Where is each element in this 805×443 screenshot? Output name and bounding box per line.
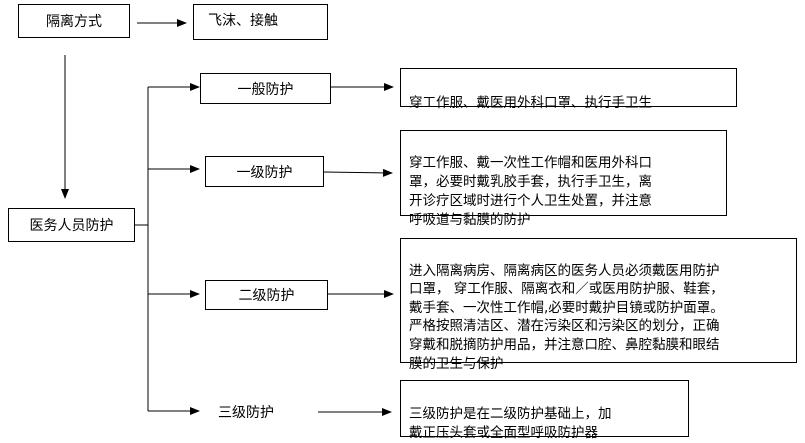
level-1-desc-box: 穿工作服、戴一次性工作帽和医用外科口 罩，必要时戴乳胶手套，执行手卫生，离 开诊… xyxy=(400,130,727,228)
level-1-label: 一级防护 xyxy=(236,164,293,181)
isolation-method-box: 隔离方式 xyxy=(18,4,130,38)
level-2-desc: 进入隔离病房、隔离病区的医务人员必须戴医用防护 口罩， 穿工作服、隔离衣和／或医… xyxy=(409,262,724,372)
arrow-level-1-to-desc xyxy=(323,168,393,177)
staff-protection-box: 医务人员防护 xyxy=(8,208,135,242)
level-general-desc: 穿工作服、戴医用外科口罩、执行手卫生 xyxy=(409,95,652,111)
level-general-desc-box: 穿工作服、戴医用外科口罩、执行手卫生 xyxy=(400,68,737,111)
level-general-box: 一般防护 xyxy=(200,73,331,104)
level-general-label: 一般防护 xyxy=(237,81,294,98)
level-2-desc-box: 进入隔离病房、隔离病区的医务人员必须戴医用防护 口罩， 穿工作服、隔离衣和／或医… xyxy=(400,238,797,372)
staff-protection-label: 医务人员防护 xyxy=(29,218,114,234)
level-3-label-text: 三级防护 xyxy=(218,402,274,422)
level-2-label: 二级防护 xyxy=(238,288,295,304)
level-2-box: 二级防护 xyxy=(205,280,328,310)
level-3-desc: 三级防护是在二级防护基础上，加 戴正压头套或全面型呼吸防护器 xyxy=(409,406,612,441)
isolation-result-label: 飞沫、接触 xyxy=(208,13,278,29)
isolation-method-label: 隔离方式 xyxy=(46,14,102,30)
level-3-desc-box: 三级防护是在二级防护基础上，加 戴正压头套或全面型呼吸防护器 xyxy=(400,380,689,441)
level-1-box: 一级防护 xyxy=(205,156,324,187)
level-1-desc: 穿工作服、戴一次性工作帽和医用外科口 罩，必要时戴乳胶手套，执行手卫生，离 开诊… xyxy=(409,155,652,228)
isolation-result-box: 飞沫、接触 xyxy=(193,4,328,40)
level-3-label: 三级防护 xyxy=(218,405,274,421)
